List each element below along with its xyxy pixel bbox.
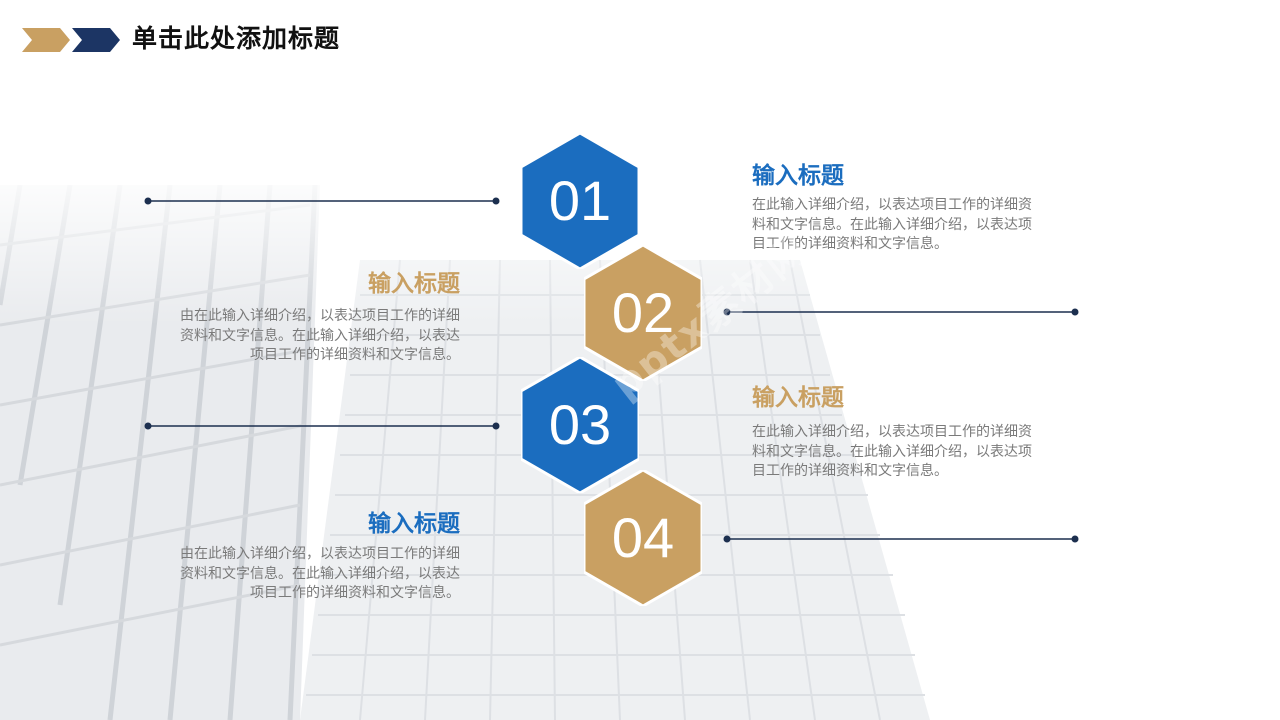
- step-03-title[interactable]: 输入标题: [752, 385, 844, 411]
- desc-line: 在此输入详细介绍，以表达项目工作的详细资: [752, 197, 1032, 213]
- connector-line-01: [144, 197, 500, 205]
- step-02-description[interactable]: 由在此输入详细介绍，以表达项目工作的详细 资料和文字信息。在此输入详细介绍，以表…: [135, 307, 460, 366]
- connector-line-03: [144, 422, 500, 430]
- header-chevron-icon: [22, 28, 120, 52]
- step-01-title[interactable]: 输入标题: [752, 163, 844, 189]
- step-03-description[interactable]: 在此输入详细介绍，以表达项目工作的详细资 料和文字信息。在此输入详细介绍，以表达…: [752, 423, 1077, 482]
- step-04-title[interactable]: 输入标题: [368, 511, 460, 537]
- desc-line: 项目工作的详细资料和文字信息。: [250, 347, 460, 363]
- desc-line: 在此输入详细介绍，以表达项目工作的详细资: [752, 424, 1032, 440]
- connector-line-02: [723, 308, 1079, 316]
- step-04-description[interactable]: 由在此输入详细介绍，以表达项目工作的详细 资料和文字信息。在此输入详细介绍，以表…: [135, 545, 460, 604]
- desc-line: 目工作的详细资料和文字信息。: [752, 463, 948, 479]
- connector-line-04: [723, 535, 1079, 543]
- desc-line: 料和文字信息。在此输入详细介绍，以表达项: [752, 443, 1032, 460]
- hexagon-number: 04: [611, 506, 675, 569]
- desc-line: 项目工作的详细资料和文字信息。: [250, 585, 460, 601]
- desc-line: 料和文字信息。在此输入详细介绍，以表达项: [752, 216, 1032, 233]
- desc-line: 资料和文字信息。在此输入详细介绍，以表达: [180, 565, 460, 582]
- desc-line: 由在此输入详细介绍，以表达项目工作的详细: [180, 546, 460, 562]
- step-02-title[interactable]: 输入标题: [368, 271, 460, 297]
- page-title[interactable]: 单击此处添加标题: [132, 24, 341, 53]
- desc-line: 由在此输入详细介绍，以表达项目工作的详细: [180, 308, 460, 324]
- desc-line: 资料和文字信息。在此输入详细介绍，以表达: [180, 327, 460, 344]
- hexagon-step-04[interactable]: 04: [584, 470, 702, 606]
